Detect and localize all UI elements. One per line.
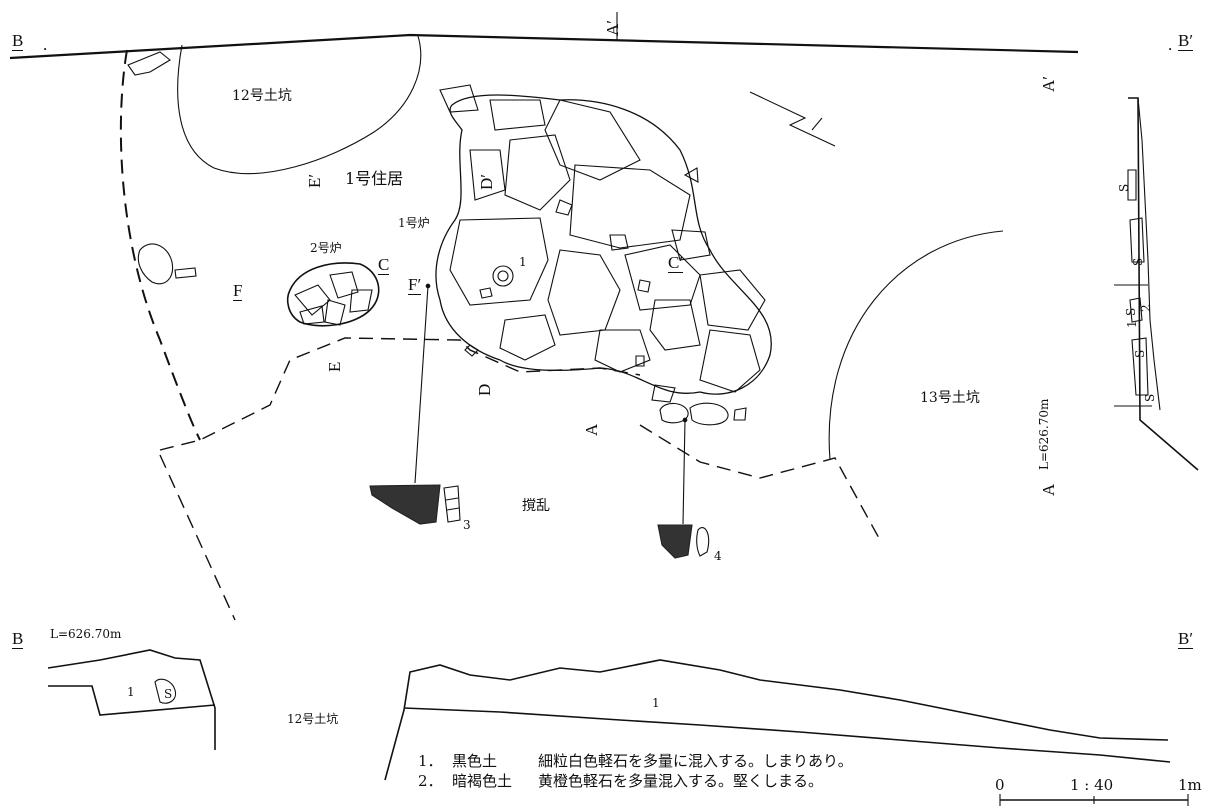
legend-num-2: 2．: [418, 771, 443, 790]
label-hearth-2: 2号炉: [310, 241, 342, 255]
section-a-stone-5: S: [1143, 393, 1157, 402]
label-pit-13: 13号土坑: [920, 390, 980, 406]
section-b-profile-left: [47, 649, 216, 750]
legend-name-2: 暗褐色土: [452, 771, 513, 790]
legend-desc-2: 黄橙色軽石を多量混入する。堅くしまる。: [538, 771, 824, 790]
scale-ratio: 1 : 40: [1070, 776, 1114, 794]
elevation-plan: L=626.70m: [1037, 398, 1051, 470]
artifact-number-4: 4: [714, 549, 722, 563]
section-b-layer-1: 1: [127, 685, 135, 699]
dwelling-1-boundary: [119, 49, 881, 621]
dot-b-prime-top: .: [1168, 35, 1173, 54]
marker-e: E: [325, 361, 344, 372]
artifact-guide-lines: [414, 283, 688, 525]
label-pit-12: 12号土坑: [232, 88, 292, 104]
section-b-pit-12: 12号土坑: [287, 712, 339, 726]
legend-name-1: 黒色土: [452, 751, 498, 770]
marker-a-plan: A: [582, 423, 601, 436]
section-b-layer-1-long: 1: [652, 696, 660, 710]
pit-13-outline: [828, 230, 1004, 461]
artifact-4: [657, 524, 710, 559]
section-b-profile-right: [384, 659, 1171, 781]
scale-bar: [999, 794, 1189, 806]
dot-b-top: .: [43, 35, 48, 54]
section-a-stone-1: S: [1117, 183, 1131, 192]
marker-b-top: B: [12, 31, 24, 51]
marker-c-prime: C′: [668, 253, 684, 273]
hearth-2-stones: [286, 262, 380, 327]
legend-desc-1: 細粒白色軽石を多量に混入する。しまりあり。: [538, 751, 853, 770]
section-a-stone-3: S: [1124, 307, 1138, 316]
legend-num-1: 1．: [418, 751, 443, 770]
section-a-profile: [1114, 97, 1199, 471]
marker-f-prime: F′: [408, 275, 422, 295]
section-a-layer-2: 2: [1139, 304, 1153, 312]
scale-end: 1m: [1178, 776, 1202, 794]
pit-12-outline: [177, 35, 422, 175]
marker-a-prime-top: A′: [603, 20, 622, 36]
scale-start: 0: [995, 776, 1005, 794]
marker-d-prime: D′: [477, 174, 496, 190]
elevation-section-b: L=626.70m: [50, 627, 122, 641]
marker-b-bottom: B: [12, 629, 24, 649]
section-a-layer-1: 1: [1125, 320, 1139, 328]
artifact-3: [369, 484, 461, 525]
marker-e-prime: E′: [305, 173, 324, 188]
dwelling-1-stone-cluster: [435, 84, 772, 426]
label-hearth-1: 1号炉: [398, 216, 430, 230]
marker-a-prime-right: A′: [1039, 76, 1058, 92]
section-a-stone-4: S: [1133, 349, 1147, 358]
marker-d: D: [475, 383, 494, 396]
scattered-stones-west: [127, 51, 479, 357]
legend-row-1: 1． 黒色土 細粒白色軽石を多量に混入する。しまりあり。: [418, 750, 853, 770]
marker-a-right: A: [1039, 483, 1058, 496]
marker-f: F: [233, 281, 243, 301]
north-arrow-mark: [749, 91, 836, 147]
label-disturbance: 撹乱: [522, 498, 550, 514]
artifact-number-3: 3: [463, 518, 471, 532]
soil-legend: 1． 黒色土 細粒白色軽石を多量に混入する。しまりあり。 2． 暗褐色土 黄橙色…: [418, 750, 853, 790]
marker-c: C: [378, 255, 390, 275]
legend-row-2: 2． 暗褐色土 黄橙色軽石を多量混入する。堅くしまる。: [418, 770, 853, 790]
section-a-stone-2: S: [1131, 257, 1145, 266]
section-line-b-top: [9, 12, 1079, 60]
section-b-stone: S: [164, 687, 173, 701]
marker-b-prime-bottom: B′: [1178, 629, 1194, 649]
artifact-number-1: 1: [519, 255, 527, 269]
marker-b-prime-top: B′: [1178, 31, 1194, 51]
label-dwelling-1: 1号住居: [345, 169, 404, 188]
